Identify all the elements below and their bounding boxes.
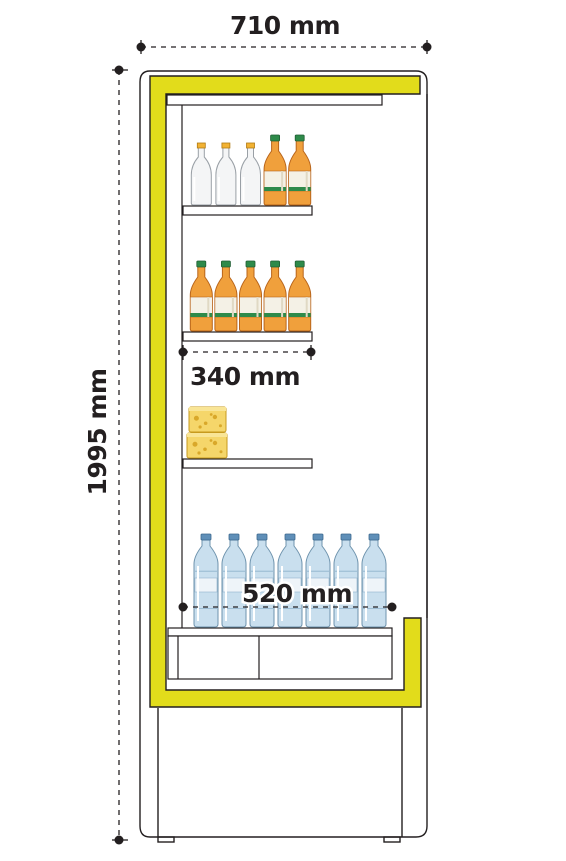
juice-bottle-icon: [263, 260, 287, 332]
cheese-block-icon: [186, 432, 228, 459]
dimension-lines: [112, 40, 432, 845]
water-bottle-icon: [193, 533, 219, 628]
cabinet-outline: [139, 70, 428, 838]
right-foot: [383, 836, 401, 843]
yellow-frame: [149, 75, 422, 708]
base-products: [193, 533, 387, 628]
base-deck: [167, 627, 393, 637]
base-depth-label: 520 mm: [242, 579, 352, 608]
juice-bottle-icon: [239, 260, 262, 332]
width-label: 710 mm: [230, 11, 340, 40]
water-bottle-icon: [221, 533, 247, 628]
shelf-depth-label: 340 mm: [190, 362, 300, 391]
water-bottle-icon: [249, 533, 275, 628]
shelf-3: [182, 458, 313, 469]
milk-bottle-icon: [190, 142, 212, 206]
water-bottle-icon: [277, 533, 303, 628]
milk-bottle-icon: [240, 142, 261, 206]
water-bottle-icon: [333, 533, 359, 628]
shelf-1-products: [190, 134, 312, 206]
cheese-block-icon: [188, 406, 227, 433]
height-label: 1995 mm: [83, 369, 112, 496]
shelf-2-products: [189, 260, 312, 332]
shelf-1: [182, 205, 313, 216]
base-depth-dim-end: [387, 602, 397, 612]
juice-bottle-icon: [288, 260, 312, 332]
water-bottle-icon: [361, 533, 387, 628]
interior: [166, 94, 393, 680]
shelf-3-products: [186, 406, 228, 459]
top-canopy: [166, 94, 383, 106]
left-foot: [157, 836, 175, 843]
juice-bottle-icon: [189, 260, 213, 332]
juice-bottle-icon: [214, 260, 238, 332]
juice-bottle-icon: [288, 134, 312, 206]
base-depth-dim-start: [178, 602, 188, 612]
milk-bottle-icon: [215, 142, 237, 206]
water-bottle-icon: [305, 533, 331, 628]
bottom-bin: [167, 635, 393, 680]
juice-bottle-icon: [263, 134, 287, 206]
shelf-2: [182, 331, 313, 342]
cabinet: [139, 70, 428, 843]
